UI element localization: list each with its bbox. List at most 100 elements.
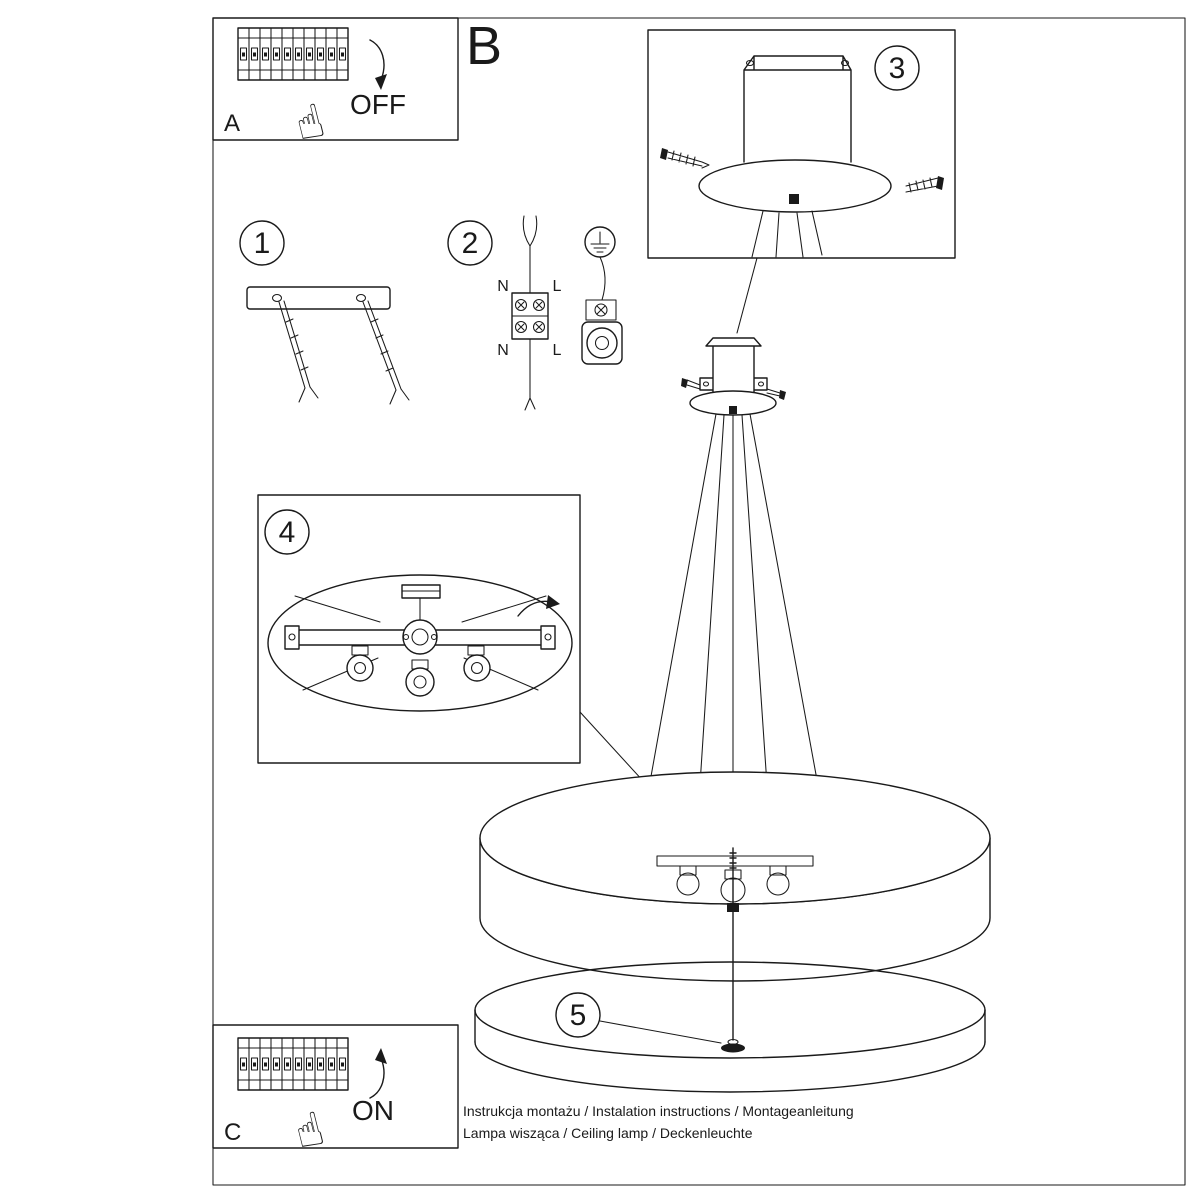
- step-5-marker: 5: [555, 992, 722, 1044]
- center-rod-threads: [729, 847, 737, 904]
- off-arrow-icon: [369, 39, 385, 81]
- leader-step5: [599, 1020, 722, 1044]
- shade-top-rim: [479, 771, 991, 905]
- panel-a-state: OFF: [350, 89, 406, 120]
- page-border: [212, 17, 1186, 1186]
- screw-right-icon: [905, 176, 944, 193]
- panel-c-frame: [212, 1024, 459, 1149]
- socket-right: [769, 865, 787, 876]
- earth-wire: [599, 256, 606, 301]
- panel-c-state: ON: [352, 1095, 394, 1126]
- hand-icon: ☝: [289, 1102, 329, 1159]
- bulb-2-center: [413, 675, 427, 689]
- step-3-badge: [874, 45, 920, 91]
- bracket-tab-hole-left: [702, 381, 710, 387]
- anchor-left-threads: [285, 318, 309, 371]
- terminal-screws: [514, 298, 546, 334]
- clamp-hole: [594, 335, 610, 351]
- canopy-cables: [751, 210, 823, 258]
- small-screw-left-icon: [681, 378, 701, 390]
- canopy: [689, 390, 777, 416]
- step-3-canopy-detail: 3: [647, 29, 956, 259]
- diffuser-wall: [474, 1009, 986, 1043]
- on-arrow-icon: [369, 1057, 385, 1099]
- bulb-crossbar: [656, 855, 814, 867]
- fold-lines: [294, 595, 547, 691]
- step-1-number: 1: [254, 227, 271, 260]
- rotate-arrowhead-icon: [546, 595, 560, 609]
- step-4-number: 4: [279, 516, 296, 549]
- bulb-right-icon: [766, 872, 790, 896]
- step-3-number: 3: [889, 52, 906, 85]
- clamp-top: [585, 299, 617, 321]
- bulb-3-icon: [463, 654, 491, 682]
- panel-a-label: A: [224, 110, 240, 137]
- section-letter: B: [466, 16, 502, 76]
- small-screw-right-icon: [766, 388, 786, 400]
- panel-a-frame: [212, 17, 459, 141]
- hub-bolt-left: [402, 633, 410, 641]
- step-5-badge: [555, 992, 601, 1038]
- diffuser-bottom: [474, 1041, 986, 1093]
- canopy-knob-small: [729, 406, 737, 414]
- step-2-wiring: 2 N L N L: [447, 215, 623, 411]
- rod-nut: [727, 903, 739, 912]
- step-1-mounting-bar: 1: [239, 220, 410, 405]
- supply-wires: [522, 215, 538, 294]
- anchor-right-threads: [370, 318, 394, 372]
- earth-clamp: [581, 226, 623, 365]
- bulb-cluster: [656, 847, 814, 912]
- bracket-hole-left: [745, 59, 755, 67]
- bar-hole-left: [271, 293, 283, 303]
- live-label-top: L: [553, 278, 562, 295]
- clamp-screw-slot: [596, 305, 606, 315]
- shade-top-view: [267, 574, 573, 712]
- footer: Instrukcja montażu / Instalation instruc…: [463, 1103, 854, 1141]
- bracket-hole-right: [840, 59, 850, 67]
- footer-line-2: Lampa wisząca / Ceiling lamp / Deckenleu…: [463, 1125, 753, 1141]
- clamp-body: [581, 321, 623, 365]
- footer-line-1: Instrukcja montażu / Instalation instruc…: [463, 1103, 854, 1119]
- clamp-ring: [586, 327, 618, 359]
- panel-c-label: C: [224, 1119, 241, 1146]
- breaker-strip-icon: [237, 27, 349, 81]
- socket-left: [679, 865, 697, 876]
- step-5-number: 5: [570, 999, 587, 1032]
- breaker-strip-icon: [237, 1037, 349, 1091]
- lamp-wires: [524, 338, 536, 411]
- panel-c-power-on: ☝ ON C: [212, 1024, 459, 1159]
- crossbar-hole-left: [288, 633, 296, 641]
- hand-icon: ☝: [290, 94, 330, 151]
- step-2-badge: [447, 220, 493, 266]
- anchor-right-wires: [389, 388, 410, 405]
- bulb-left-icon: [676, 872, 700, 896]
- bracket-tab-hole-right: [757, 381, 765, 387]
- finial-cap: [721, 1043, 745, 1053]
- bulb-2-icon: [405, 667, 435, 697]
- step-1-badge: [239, 220, 285, 266]
- clamp-screw: [594, 303, 608, 317]
- drum-shade-upper: [479, 771, 991, 982]
- canopy-knob: [789, 194, 799, 204]
- step-2-number: 2: [462, 227, 479, 260]
- bulb-1-center: [353, 661, 367, 675]
- step-4-frame: [257, 494, 581, 764]
- drum-shade-lower: [474, 911, 986, 1093]
- hub-bolt-right: [430, 633, 438, 641]
- anchor-left-wires: [298, 386, 319, 403]
- earth-symbol-icon: [590, 231, 610, 253]
- center-hub-hole: [411, 628, 429, 646]
- ceiling-bracket: [699, 337, 768, 393]
- live-label-bottom: L: [553, 342, 562, 359]
- crossbar-hole-right: [544, 633, 552, 641]
- socket-3: [467, 645, 485, 656]
- mounting-bar: [246, 286, 391, 310]
- crossbar-end-right: [540, 625, 556, 650]
- crossbar-end-left: [284, 625, 300, 650]
- sockets-and-bulbs: [346, 645, 491, 697]
- screw-left-icon: [660, 148, 710, 169]
- step-4-badge: [264, 509, 310, 555]
- anchor-left: [278, 300, 311, 389]
